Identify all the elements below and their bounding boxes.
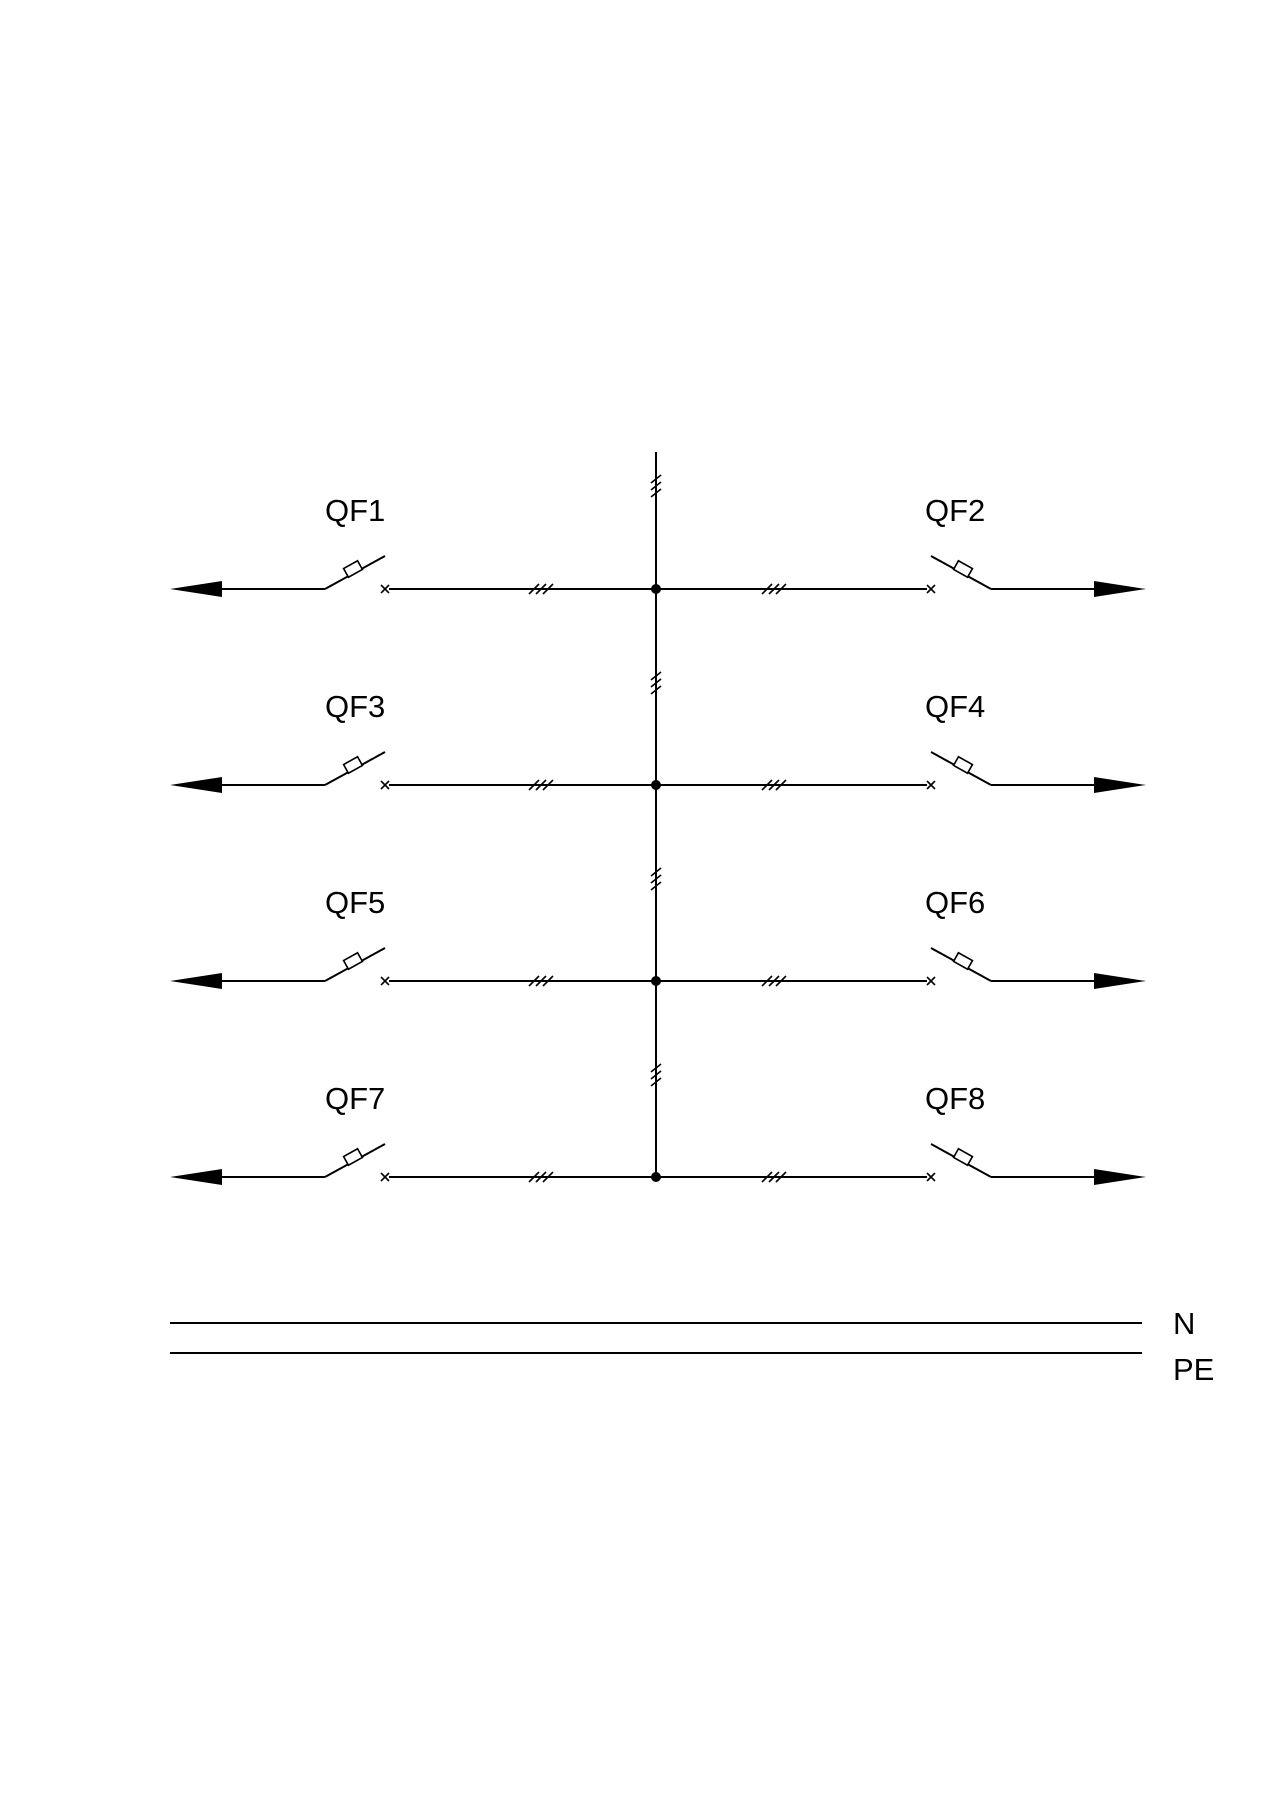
fuse-symbol	[342, 951, 364, 971]
bus-label-pe: PE	[1173, 1352, 1214, 1387]
fuse-symbol	[342, 1147, 364, 1167]
conductor-tick	[650, 867, 662, 877]
conductor-tick	[761, 583, 773, 595]
outgoing-arrow-right	[1094, 777, 1146, 793]
outgoing-arrow-left	[170, 1169, 222, 1185]
contact-mark	[926, 584, 936, 594]
protective-earth-bus: PE	[170, 1352, 1214, 1387]
junction-dot	[651, 976, 661, 986]
breaker-qf7: QF7	[170, 1081, 656, 1185]
conductor-tick	[535, 975, 547, 987]
conductor-tick	[650, 1070, 662, 1080]
conductor-tick	[775, 975, 787, 987]
conductor-tick	[768, 583, 780, 595]
junction-dot	[651, 780, 661, 790]
fuse-symbol	[342, 559, 364, 579]
outgoing-arrow-right	[1094, 1169, 1146, 1185]
conductor-tick	[650, 874, 662, 884]
breaker-qf4: QF4	[656, 689, 1146, 793]
fuse-symbol	[952, 1147, 974, 1167]
breaker-label: QF2	[925, 493, 985, 528]
conductor-tick	[650, 678, 662, 688]
contact-mark	[926, 976, 936, 986]
fuse-symbol	[342, 755, 364, 775]
breaker-qf6: QF6	[656, 885, 1146, 989]
conductor-tick	[650, 474, 662, 484]
conductor-tick	[775, 583, 787, 595]
conductor-tick	[768, 779, 780, 791]
conductor-tick	[775, 779, 787, 791]
conductor-tick	[542, 1171, 554, 1183]
conductor-tick	[768, 975, 780, 987]
conductor-tick	[650, 481, 662, 491]
neutral-bus: N	[170, 1306, 1195, 1341]
bus-label-n: N	[1173, 1306, 1195, 1341]
conductor-tick	[775, 1171, 787, 1183]
breaker-qf8: QF8	[656, 1081, 1146, 1185]
branch-row-2: QF3 QF4	[170, 671, 1146, 793]
branch-row-1: QF1 QF2	[170, 474, 1146, 597]
fuse-symbol	[952, 559, 974, 579]
conductor-tick	[535, 583, 547, 595]
conductor-tick	[761, 1171, 773, 1183]
conductor-tick	[528, 583, 540, 595]
conductor-tick	[650, 1063, 662, 1073]
conductor-tick	[650, 685, 662, 695]
contact-mark	[380, 584, 390, 594]
outgoing-arrow-right	[1094, 973, 1146, 989]
conductor-tick	[650, 881, 662, 891]
conductor-tick	[768, 1171, 780, 1183]
fuse-symbol	[952, 951, 974, 971]
conductor-tick	[528, 779, 540, 791]
breaker-qf3: QF3	[170, 689, 656, 793]
conductor-tick	[535, 1171, 547, 1183]
breaker-label: QF7	[325, 1081, 385, 1116]
conductor-tick	[528, 1171, 540, 1183]
contact-mark	[926, 780, 936, 790]
conductor-tick	[650, 1077, 662, 1087]
contact-mark	[380, 1172, 390, 1182]
branch-row-3: QF5 QF6	[170, 867, 1146, 989]
outgoing-arrow-left	[170, 777, 222, 793]
outgoing-arrow-right	[1094, 581, 1146, 597]
breaker-label: QF8	[925, 1081, 985, 1116]
conductor-tick	[761, 975, 773, 987]
conductor-tick	[761, 779, 773, 791]
conductor-tick	[650, 671, 662, 681]
breaker-qf1: QF1	[170, 493, 656, 597]
breaker-qf2: QF2	[656, 493, 1146, 597]
outgoing-arrow-left	[170, 973, 222, 989]
conductor-tick	[542, 975, 554, 987]
breaker-label: QF5	[325, 885, 385, 920]
junction-dot	[651, 584, 661, 594]
junction-dot	[651, 1172, 661, 1182]
conductor-tick	[542, 583, 554, 595]
contact-mark	[926, 1172, 936, 1182]
breaker-label: QF6	[925, 885, 985, 920]
fuse-symbol	[952, 755, 974, 775]
conductor-tick	[535, 779, 547, 791]
breaker-label: QF3	[325, 689, 385, 724]
breaker-label: QF4	[925, 689, 985, 724]
breaker-label: QF1	[325, 493, 385, 528]
contact-mark	[380, 976, 390, 986]
conductor-tick	[542, 779, 554, 791]
conductor-tick	[528, 975, 540, 987]
conductor-tick	[650, 488, 662, 498]
outgoing-arrow-left	[170, 581, 222, 597]
contact-mark	[380, 780, 390, 790]
breaker-qf5: QF5	[170, 885, 656, 989]
branch-row-4: QF7 QF8	[170, 1063, 1146, 1185]
